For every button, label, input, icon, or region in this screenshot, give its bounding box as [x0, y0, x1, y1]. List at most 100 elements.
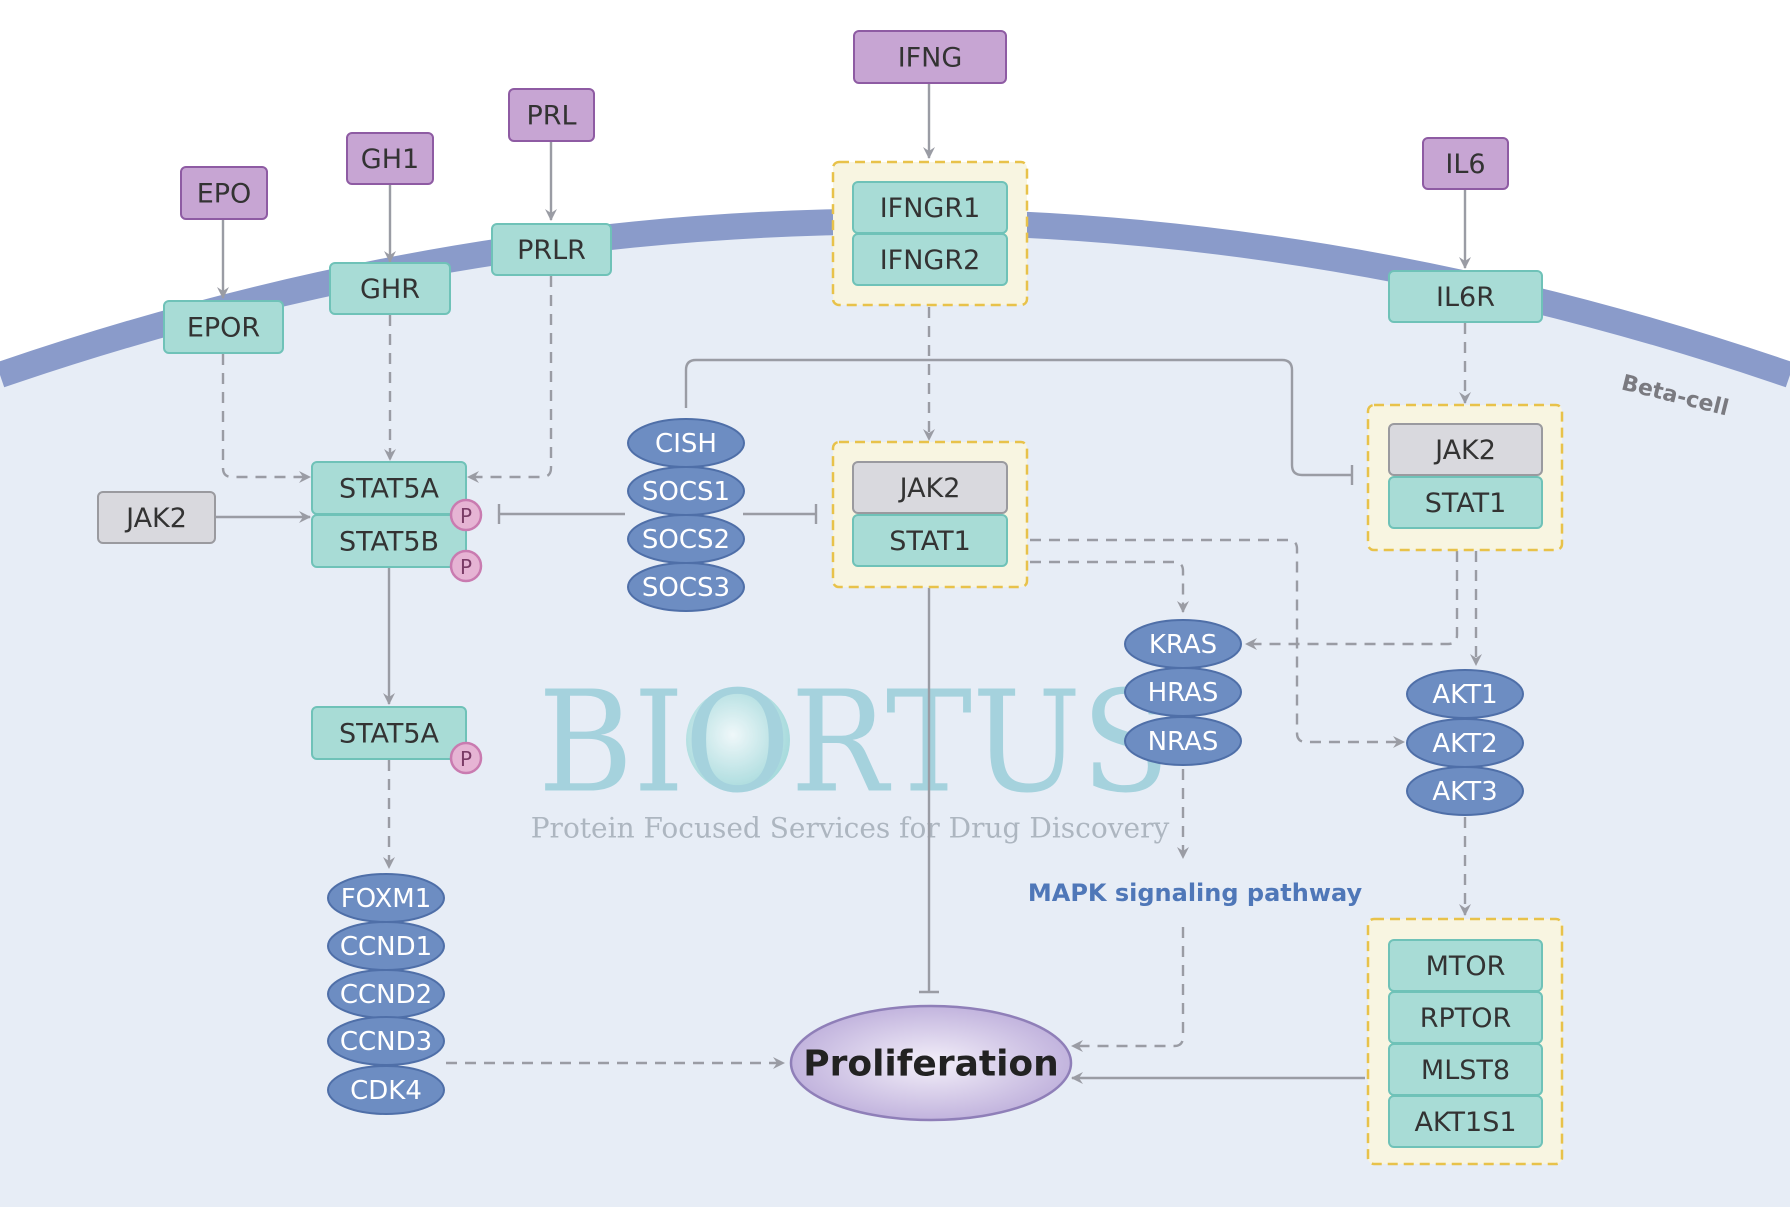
stat5b-complex-label: STAT5B [339, 527, 439, 558]
target-foxm1[interactable]: FOXM1 [327, 873, 445, 923]
target-ccnd2-label: CCND2 [340, 980, 432, 1010]
ligand-gh1[interactable]: GH1 [346, 132, 434, 185]
mtorc1-mlst8[interactable]: MLST8 [1388, 1043, 1543, 1096]
receptor-il6r-box [1388, 270, 1543, 323]
receptor-il6r-label: IL6R [1436, 282, 1495, 313]
jak2-left-box [97, 491, 216, 544]
ras-nras-oval [1124, 716, 1242, 766]
receptor-ifngr2-label: IFNGR2 [880, 245, 981, 276]
receptor-epor-box [163, 300, 284, 354]
proliferation-label: Proliferation [803, 1044, 1059, 1085]
receptor-ghr[interactable]: GHR [329, 262, 451, 315]
mtorc1-akt1s1-box [1388, 1095, 1543, 1148]
mtorc1-mlst8-label: MLST8 [1421, 1055, 1510, 1086]
stat5a-complex[interactable]: STAT5A [311, 461, 467, 515]
mtorc1-akt1s1[interactable]: AKT1S1 [1388, 1095, 1543, 1148]
ras-nras[interactable]: NRAS [1124, 716, 1242, 766]
ifn-jak2[interactable]: JAK2 [852, 461, 1008, 514]
target-foxm1-label: FOXM1 [341, 884, 432, 914]
target-ccnd1[interactable]: CCND1 [327, 921, 445, 971]
akt-akt3[interactable]: AKT3 [1406, 766, 1524, 816]
stat5a-single-label: STAT5A [339, 719, 440, 750]
mtorc1-mtor[interactable]: MTOR [1388, 939, 1543, 992]
ras-nras-label: NRAS [1148, 727, 1219, 757]
receptor-epor[interactable]: EPOR [163, 300, 284, 354]
socs-cish-label: CISH [655, 429, 717, 459]
stat5a-single-phospho-label: P [460, 747, 472, 771]
ras-hras-label: HRAS [1148, 678, 1219, 708]
edge-mapk-proliferation [1071, 927, 1185, 1052]
mtorc1-rptor-label: RPTOR [1420, 1003, 1512, 1034]
edge-socs-stat5-inhibit [497, 504, 625, 524]
proliferation-oval [789, 1004, 1073, 1122]
target-ccnd2[interactable]: CCND2 [327, 969, 445, 1019]
stat5b-phospho-circle [449, 549, 483, 583]
ifn-stat1[interactable]: STAT1 [852, 514, 1008, 567]
stat5b-phospho: P [449, 549, 483, 583]
socs-socs1-label: SOCS1 [642, 477, 730, 507]
stat5a-single-box [311, 706, 467, 760]
receptor-ifngr2[interactable]: IFNGR2 [852, 233, 1008, 286]
socs-socs1[interactable]: SOCS1 [627, 466, 745, 516]
proliferation-node[interactable]: Proliferation [789, 1004, 1073, 1122]
stat5b-complex[interactable]: STAT5B [311, 514, 467, 568]
watermark-tagline: Protein Focused Services for Drug Discov… [531, 812, 1170, 845]
ligand-ifng-box [853, 30, 1007, 84]
receptor-il6r[interactable]: IL6R [1388, 270, 1543, 323]
edge-prlr-stat5 [467, 276, 553, 483]
receptor-epor-label: EPOR [187, 313, 260, 344]
socs-cish[interactable]: CISH [627, 418, 745, 468]
receptor-prlr-label: PRLR [517, 235, 586, 266]
socs-socs3[interactable]: SOCS3 [627, 562, 745, 612]
akt-akt2[interactable]: AKT2 [1406, 718, 1524, 768]
mtorc1-rptor[interactable]: RPTOR [1388, 991, 1543, 1044]
target-ccnd3[interactable]: CCND3 [327, 1016, 445, 1066]
il6-stat1-box [1388, 476, 1543, 529]
target-ccnd1-label: CCND1 [340, 932, 432, 962]
stat5a-single[interactable]: STAT5A [311, 706, 467, 760]
il6-stat1-label: STAT1 [1425, 488, 1507, 519]
ligand-il6-box [1422, 137, 1509, 190]
watermark: BIORTUS Protein Focused Services for Dru… [531, 662, 1170, 845]
edge-stat1-kras [1030, 560, 1189, 613]
ligand-ifng[interactable]: IFNG [853, 30, 1007, 84]
ifn-stat1-box [852, 514, 1008, 567]
stat5a-phospho-circle [449, 498, 483, 532]
mapk-pathway-label[interactable]: MAPK signaling pathway [1028, 879, 1363, 907]
ligand-il6-label: IL6 [1445, 149, 1485, 180]
edge-socs-jak2-inhibit [743, 504, 818, 524]
socs-socs2[interactable]: SOCS2 [627, 514, 745, 564]
receptor-ifngr2-box [852, 233, 1008, 286]
stat5b-complex-box [311, 514, 467, 568]
ligand-il6[interactable]: IL6 [1422, 137, 1509, 190]
receptor-ifngr1[interactable]: IFNGR1 [852, 181, 1008, 234]
ras-hras[interactable]: HRAS [1124, 667, 1242, 717]
ligand-ifng-label: IFNG [898, 43, 963, 74]
ras-kras[interactable]: KRAS [1124, 619, 1242, 669]
socs-socs3-label: SOCS3 [642, 573, 730, 603]
edges [216, 84, 1482, 1084]
target-ccnd3-label: CCND3 [340, 1027, 432, 1057]
socs-socs2-label: SOCS2 [642, 525, 730, 555]
il6-jak2[interactable]: JAK2 [1388, 423, 1543, 476]
edge-cish-jak2-il6-inhibit [684, 358, 1354, 485]
ligand-prl[interactable]: PRL [508, 88, 595, 142]
jak2-left-label: JAK2 [124, 503, 187, 534]
stat5b-phospho-label: P [460, 555, 472, 579]
receptor-prlr-box [491, 223, 612, 276]
jak2-left[interactable]: JAK2 [97, 491, 216, 544]
akt-akt1[interactable]: AKT1 [1406, 669, 1524, 719]
target-cdk4[interactable]: CDK4 [327, 1065, 445, 1115]
ligand-epo[interactable]: EPO [180, 166, 268, 220]
ligand-gh1-box [346, 132, 434, 185]
mtorc1-akt1s1-label: AKT1S1 [1414, 1107, 1516, 1138]
watermark-logo: BIORTUS [538, 662, 1170, 825]
ifn-jak2-label: JAK2 [898, 473, 961, 504]
receptor-prlr[interactable]: PRLR [491, 223, 612, 276]
il6-jak2-label: JAK2 [1433, 435, 1496, 466]
akt-akt1-label: AKT1 [1432, 680, 1497, 710]
il6-stat1[interactable]: STAT1 [1388, 476, 1543, 529]
